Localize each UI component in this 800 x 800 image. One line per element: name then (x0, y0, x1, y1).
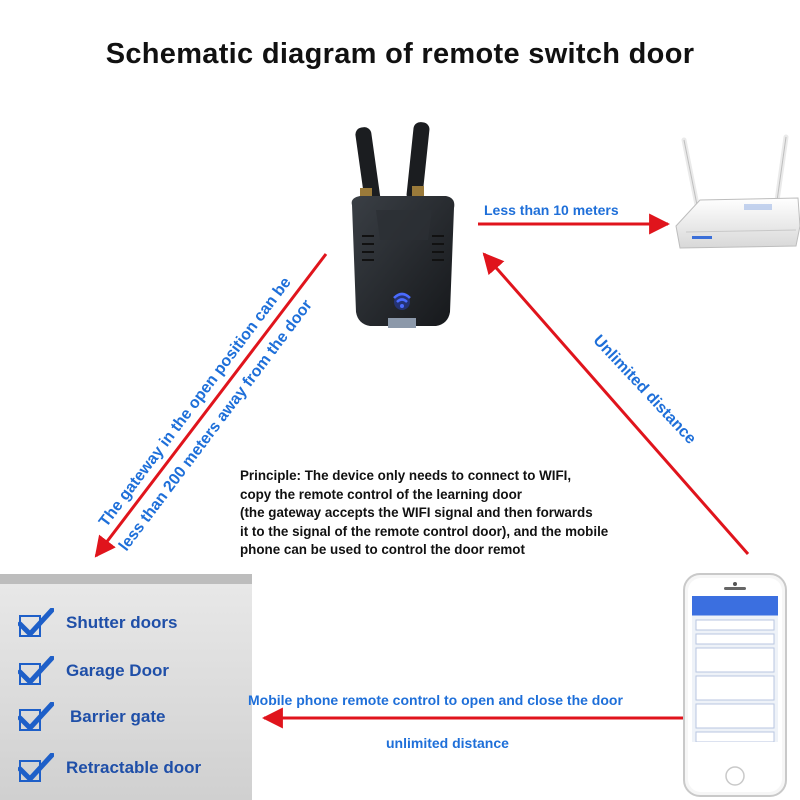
smartphone-icon (683, 573, 787, 797)
principle-line: it to the signal of the remote control d… (240, 523, 609, 539)
principle-line: (the gateway accepts the WIFI signal and… (240, 505, 593, 520)
door-type-label: Retractable door (66, 758, 202, 777)
label-phone-door-main: Mobile phone remote control to open and … (248, 692, 623, 708)
wifi-router-icon (675, 134, 800, 249)
door-type-item: Barrier gate (18, 701, 165, 733)
door-type-label: Garage Door (66, 661, 169, 680)
door-type-label: Barrier gate (70, 707, 166, 726)
arrow-gateway-door (94, 253, 328, 558)
door-type-label: Shutter doors (66, 613, 178, 632)
principle-line: copy the remote control of the learning … (240, 486, 522, 502)
door-type-item: Garage Door (18, 655, 169, 687)
checkmark-icon (18, 702, 54, 731)
door-type-item: Retractable door (18, 752, 201, 784)
principle-line: phone can be used to control the door re… (240, 542, 525, 557)
wifi-gateway-icon (351, 122, 455, 328)
label-phone-door-sub: unlimited distance (386, 735, 509, 751)
diagram-title: Schematic diagram of remote switch door (105, 38, 695, 70)
arrow-phone-gateway (482, 252, 750, 555)
door-type-item: Shutter doors (18, 607, 177, 639)
checkmark-icon (18, 656, 54, 685)
principle-line: Principle: The device only needs to conn… (240, 468, 572, 483)
checkmark-icon (18, 753, 54, 782)
checkmark-icon (18, 608, 54, 637)
principle-text: Principle: The device only needs to conn… (240, 467, 680, 560)
label-gateway-router: Less than 10 meters (484, 202, 619, 218)
